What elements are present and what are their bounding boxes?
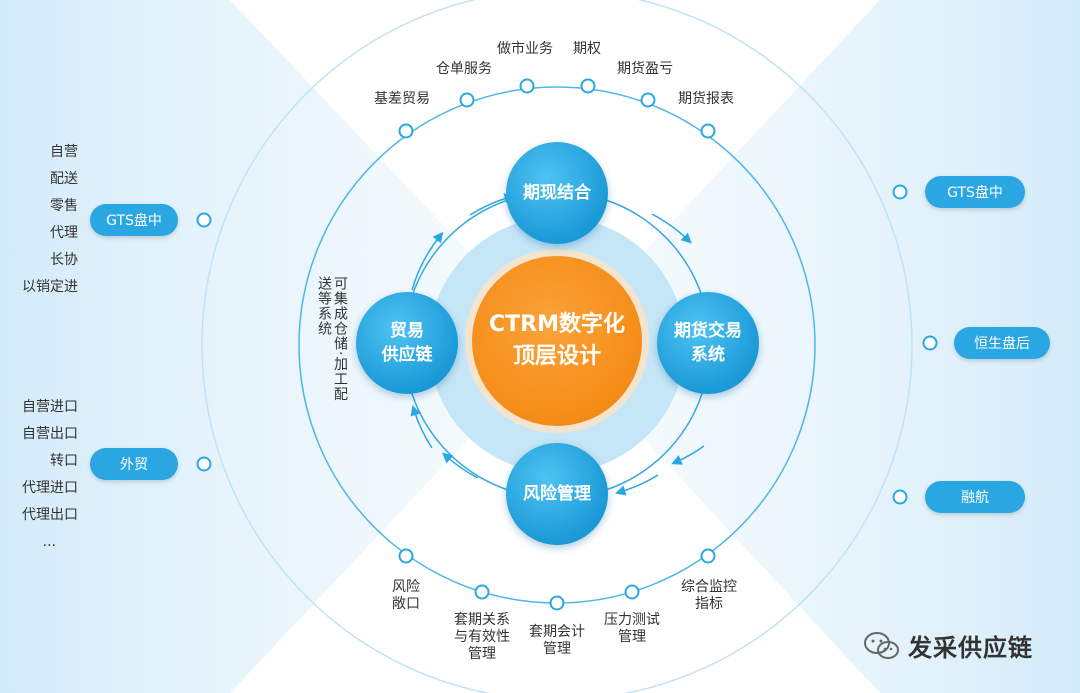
list-item: 自营: [50, 144, 78, 160]
list-item: 自营进口: [22, 399, 78, 415]
bottom-label-stress-test: 压力测试 管理: [599, 612, 665, 646]
top-label: 期货报表: [678, 91, 734, 107]
list-item: ...: [42, 534, 56, 550]
right-pill-hengsheng: 恒生盘后: [954, 327, 1050, 359]
list-item: 长协: [50, 252, 78, 268]
list-item: 以销定进: [22, 279, 78, 295]
bottom-label-line: 风险: [392, 579, 420, 595]
ring-dot: [459, 92, 475, 108]
ring-dot: [519, 78, 535, 94]
ring-dot: [700, 123, 716, 139]
arrow-top-left: [469, 193, 516, 216]
bottom-label-line: 综合监控: [681, 579, 737, 595]
bottom-label-line: 管理: [618, 629, 646, 645]
center-title-line1: CTRM数字化: [489, 312, 625, 337]
center-circle: CTRM数字化 顶层设计: [465, 249, 649, 433]
list-item: 代理进口: [22, 480, 78, 496]
ring-dot: [700, 548, 716, 564]
ring-dot: [398, 548, 414, 564]
right-pill-gts: GTS盘中: [925, 176, 1025, 208]
right-fan-background: [557, 0, 1080, 693]
top-label: 仓单服务: [436, 61, 492, 77]
ring-dot: [580, 78, 596, 94]
list-item: 代理出口: [22, 507, 78, 523]
node-bottom-label: 风险管理: [523, 484, 591, 504]
list-item: 配送: [50, 171, 78, 187]
bottom-label-line: 管理: [468, 646, 496, 662]
top-label: 做市业务: [497, 41, 553, 57]
bottom-label-exposure: 风险 敞口: [388, 579, 424, 613]
list-item: 代理: [50, 225, 78, 241]
ring-dot: [398, 123, 414, 139]
outer-dot: [892, 489, 908, 505]
watermark: 发采供应链: [862, 628, 1033, 663]
arrow-right-down: [671, 445, 705, 465]
arrow-left-down: [410, 404, 433, 449]
arrow-left-up: [411, 231, 444, 291]
node-right-line2: 系统: [691, 345, 725, 365]
node-left-line2: 供应链: [381, 345, 433, 365]
ring-dot: [640, 92, 656, 108]
bottom-label-hedge-relation: 套期关系 与有效性 管理: [444, 612, 520, 663]
list-item: 零售: [50, 198, 78, 214]
left-group1-list: 自营 配送 零售 代理 长协 以销定进: [10, 139, 78, 301]
list-item: 转口: [50, 453, 78, 469]
arrow-bottom-left: [442, 452, 479, 479]
node-right-line1: 期货交易: [674, 321, 742, 341]
left-vertical-note: 可集成仓储·加工配送等系统: [316, 276, 348, 402]
node-right: 期货交易 系统: [657, 292, 759, 394]
watermark-text: 发采供应链: [908, 634, 1033, 662]
bottom-label-line: 指标: [695, 596, 723, 612]
top-label: 期权: [573, 41, 601, 57]
arrow-bottom-right: [614, 474, 659, 496]
outer-dot: [922, 335, 938, 351]
node-left-line1: 贸易: [390, 321, 424, 341]
list-item: 自营出口: [22, 426, 78, 442]
center-title-line2: 顶层设计: [512, 344, 601, 369]
outer-dot: [196, 212, 212, 228]
top-label: 基差贸易: [374, 91, 430, 107]
bottom-label-line: 管理: [543, 641, 571, 657]
left-group2-list: 自营进口 自营出口 转口 代理进口 代理出口 ...: [10, 394, 78, 556]
wechat-icon: [864, 631, 899, 659]
bottom-label-line: 套期会计: [529, 624, 585, 640]
bottom-label-hedge-accounting: 套期会计 管理: [524, 624, 590, 658]
ring-dot: [474, 584, 490, 600]
bottom-label-line: 压力测试: [604, 612, 660, 628]
top-label: 期货盈亏: [617, 61, 673, 77]
bottom-label-line: 敞口: [392, 596, 420, 612]
bottom-label-line: 与有效性: [454, 629, 510, 645]
outer-dot: [196, 456, 212, 472]
left-pill-foreign-trade: 外贸: [90, 448, 178, 480]
left-pill-gts: GTS盘中: [90, 204, 178, 236]
left-fan-background: [0, 0, 557, 693]
node-top-label: 期现结合: [523, 183, 591, 203]
node-bottom: 风险管理: [506, 443, 608, 545]
ring-dot: [549, 595, 565, 611]
node-left: 贸易 供应链: [356, 292, 458, 394]
outer-dot: [892, 184, 908, 200]
right-pill-ronghang: 融航: [925, 481, 1025, 513]
outer-ring: [201, 0, 913, 693]
bottom-label-monitoring: 综合监控 指标: [676, 579, 742, 613]
node-top: 期现结合: [506, 142, 608, 244]
bottom-label-line: 套期关系: [454, 612, 510, 628]
ring-dot: [624, 584, 640, 600]
arrow-top-right: [651, 213, 692, 244]
